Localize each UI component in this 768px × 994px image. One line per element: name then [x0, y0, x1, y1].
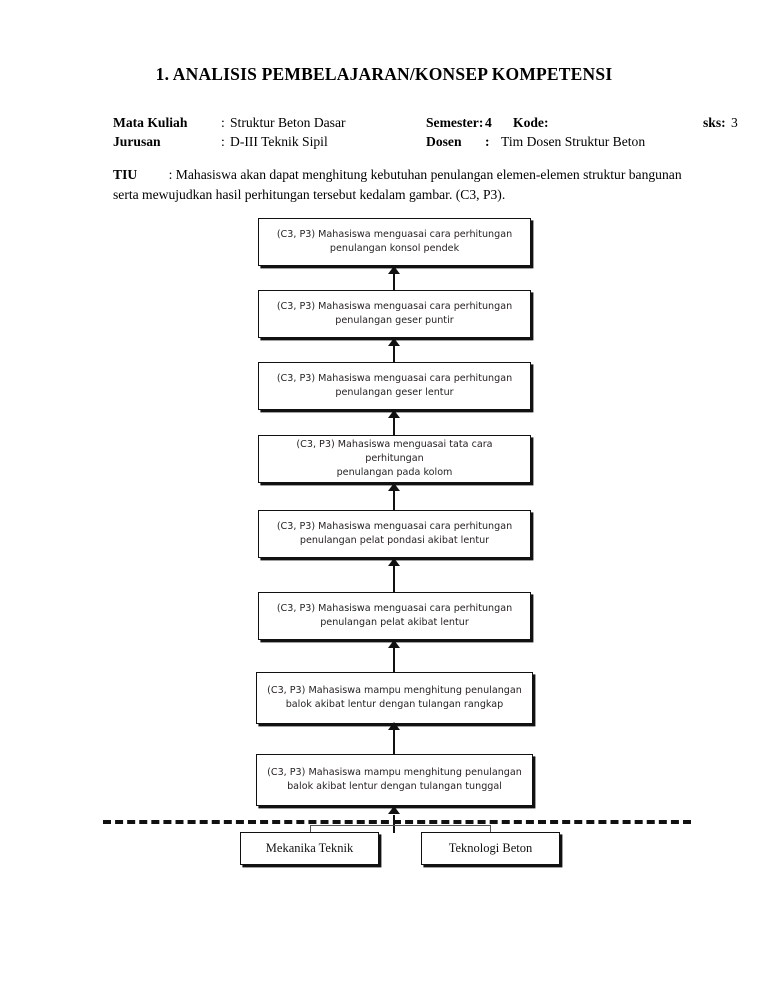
node-line-1: (C3, P3) Mahasiswa menguasai cara perhit… [276, 373, 513, 384]
flow-node-pelat-pondasi[interactable]: (C3, P3) Mahasiswa menguasai cara perhit… [258, 510, 531, 558]
prereq-junction-drop-right [490, 825, 492, 833]
flow-node-geser-lentur[interactable]: (C3, P3) Mahasiswa menguasai cara perhit… [258, 362, 531, 410]
flow-node-kolom[interactable]: (C3, P3) Mahasiswa menguasai tata cara p… [258, 435, 531, 483]
dosen-colon: : [485, 134, 490, 149]
node-line-1: (C3, P3) Mahasiswa menguasai cara perhit… [276, 229, 513, 240]
node-line-1: (C3, P3) Mahasiswa mampu menghitung penu… [267, 767, 522, 778]
tiu-colon: : [168, 167, 173, 182]
node-line-2: penulangan geser lentur [335, 387, 454, 398]
arrow-head-7 [388, 338, 400, 346]
meta-row-2: Jurusan : D-III Teknik Sipil Dosen : Tim… [113, 132, 703, 151]
dosen-label: Dosen [426, 134, 462, 149]
mata-kuliah-value: Struktur Beton Dasar [230, 115, 346, 130]
node-line-2: penulangan geser puntir [335, 315, 454, 326]
mata-kuliah-colon: : [221, 115, 225, 130]
prereq-label: Mekanika Teknik [265, 841, 354, 855]
page-title: 1. ANALISIS PEMBELAJARAN/KONSEP KOMPETEN… [155, 64, 613, 84]
arrow-shaft-3 [393, 648, 395, 672]
arrow-shaft-7 [393, 346, 395, 362]
node-line-1: (C3, P3) Mahasiswa menguasai cara perhit… [276, 603, 513, 614]
node-text: (C3, P3) Mahasiswa menguasai cara perhit… [277, 372, 512, 400]
sks-value: 3 [731, 115, 738, 130]
mata-kuliah-label: Mata Kuliah [113, 115, 188, 130]
tiu-text: Mahasiswa akan dapat menghitung kebutuha… [113, 167, 682, 202]
flow-node-balok-rangkap[interactable]: (C3, P3) Mahasiswa mampu menghitung penu… [256, 672, 533, 724]
arrow-shaft-8 [393, 274, 395, 290]
node-text: (C3, P3) Mahasiswa menguasai cara perhit… [277, 300, 512, 328]
arrow-head-6 [388, 410, 400, 418]
node-text: (C3, P3) Mahasiswa menguasai cara perhit… [277, 602, 512, 630]
tiu-block: TIU : Mahasiswa akan dapat menghitung ke… [113, 165, 693, 204]
semester-value: 4 [485, 115, 492, 130]
node-text: (C3, P3) Mahasiswa mampu menghitung penu… [267, 766, 522, 794]
node-line-1: (C3, P3) Mahasiswa mampu menghitung penu… [267, 685, 522, 696]
node-text: (C3, P3) Mahasiswa menguasai cara perhit… [277, 228, 512, 256]
prereq-box-mekanika-teknik[interactable]: Mekanika Teknik [240, 832, 379, 865]
jurusan-value: D-III Teknik Sipil [230, 134, 328, 149]
flow-node-geser-puntir[interactable]: (C3, P3) Mahasiswa menguasai cara perhit… [258, 290, 531, 338]
arrow-shaft-5 [393, 491, 395, 510]
arrow-shaft-6 [393, 418, 395, 435]
semester-label: Semester: [426, 115, 484, 130]
prereq-junction-drop-left [310, 825, 312, 833]
arrow-shaft-4 [393, 566, 395, 592]
arrow-head-3 [388, 640, 400, 648]
meta-row-1: Mata Kuliah : Struktur Beton Dasar Semes… [113, 113, 738, 132]
node-line-2: penulangan pada kolom [336, 467, 453, 478]
arrow-head-4 [388, 558, 400, 566]
node-line-2: penulangan pelat akibat lentur [320, 617, 469, 628]
node-line-1: (C3, P3) Mahasiswa menguasai tata cara p… [296, 439, 493, 464]
tiu-label: TIU [113, 167, 138, 182]
node-line-2: penulangan pelat pondasi akibat lentur [299, 535, 490, 546]
node-line-1: (C3, P3) Mahasiswa menguasai cara perhit… [276, 301, 513, 312]
jurusan-label: Jurusan [113, 134, 161, 149]
node-text: (C3, P3) Mahasiswa menguasai cara perhit… [277, 520, 512, 548]
arrow-head-1 [388, 806, 400, 814]
entry-behaviour-dashed-line [103, 820, 691, 824]
node-line-2: penulangan konsol pendek [329, 243, 460, 254]
prereq-box-teknologi-beton[interactable]: Teknologi Beton [421, 832, 560, 865]
arrow-shaft-2 [393, 730, 395, 754]
flow-node-balok-tunggal[interactable]: (C3, P3) Mahasiswa mampu menghitung penu… [256, 754, 533, 806]
arrow-head-2 [388, 722, 400, 730]
dosen-value: Tim Dosen Struktur Beton [501, 134, 646, 149]
flow-node-pelat-lentur[interactable]: (C3, P3) Mahasiswa menguasai cara perhit… [258, 592, 531, 640]
node-text: (C3, P3) Mahasiswa menguasai tata cara p… [266, 438, 523, 480]
prereq-label: Teknologi Beton [448, 841, 533, 855]
kode-label: Kode: [513, 115, 549, 130]
arrow-head-5 [388, 483, 400, 491]
node-line-1: (C3, P3) Mahasiswa menguasai cara perhit… [276, 521, 513, 532]
node-text: (C3, P3) Mahasiswa mampu menghitung penu… [267, 684, 522, 712]
node-line-2: balok akibat lentur dengan tulangan tung… [287, 781, 502, 792]
course-meta-block: Mata Kuliah : Struktur Beton Dasar Semes… [113, 113, 738, 151]
flow-node-konsol-pendek[interactable]: (C3, P3) Mahasiswa menguasai cara perhit… [258, 218, 531, 266]
sks-label: sks: [703, 115, 726, 130]
arrow-shaft-1 [393, 815, 395, 833]
node-line-2: balok akibat lentur dengan tulangan rang… [285, 699, 504, 710]
arrow-head-8 [388, 266, 400, 274]
jurusan-colon: : [221, 134, 225, 149]
prereq-junction-horizontal [310, 825, 491, 827]
